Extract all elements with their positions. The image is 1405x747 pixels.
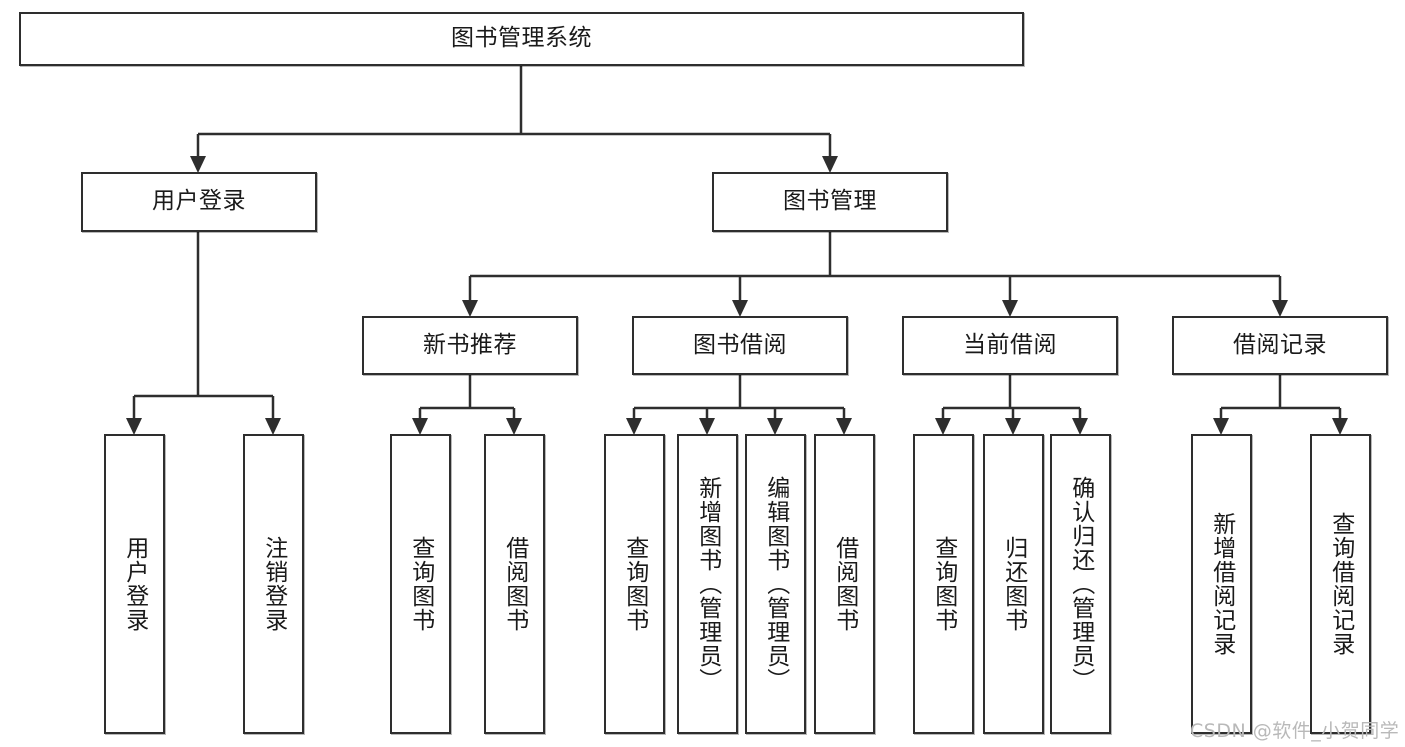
node-label: 查询图书	[930, 536, 957, 632]
node-label: 查询图书	[621, 536, 648, 632]
node-borrow-record[interactable]: 借阅记录	[1172, 316, 1388, 375]
node-label: 图书借阅	[693, 331, 787, 358]
node-leaf-add-record[interactable]: 新增借阅记录	[1191, 434, 1252, 734]
node-label: 用户登录	[152, 188, 246, 215]
node-leaf-add-book[interactable]: 新增图书（管理员）	[677, 434, 738, 734]
node-label: 当前借阅	[963, 331, 1057, 358]
node-leaf-edit-book[interactable]: 编辑图书（管理员）	[745, 434, 806, 734]
node-label: 借阅图书	[501, 536, 528, 632]
node-label: 查询借阅记录	[1327, 512, 1354, 656]
node-label: 新书推荐	[423, 331, 517, 358]
node-leaf-borrow-book-1[interactable]: 借阅图书	[484, 434, 545, 734]
node-label: 注销登录	[260, 536, 287, 632]
node-leaf-query-book-1[interactable]: 查询图书	[390, 434, 451, 734]
node-user-login[interactable]: 用户登录	[81, 172, 317, 232]
node-label: 图书管理系统	[451, 25, 592, 52]
node-label: 确认归还（管理员）	[1067, 476, 1094, 692]
node-label: 查询图书	[407, 536, 434, 632]
node-leaf-return-book[interactable]: 归还图书	[983, 434, 1044, 734]
node-book-borrow[interactable]: 图书借阅	[632, 316, 848, 375]
node-label: 用户登录	[121, 536, 148, 632]
node-leaf-query-book-2[interactable]: 查询图书	[604, 434, 665, 734]
node-label: 借阅图书	[831, 536, 858, 632]
node-leaf-query-record[interactable]: 查询借阅记录	[1310, 434, 1371, 734]
node-leaf-confirm-return[interactable]: 确认归还（管理员）	[1050, 434, 1111, 734]
watermark-text: CSDN @软件_小贺同学	[1190, 720, 1400, 742]
node-current-borrow[interactable]: 当前借阅	[902, 316, 1118, 375]
node-leaf-query-book-3[interactable]: 查询图书	[913, 434, 974, 734]
node-label: 编辑图书（管理员）	[762, 476, 789, 692]
node-new-book-rec[interactable]: 新书推荐	[362, 316, 578, 375]
node-leaf-user-login[interactable]: 用户登录	[104, 434, 165, 734]
node-leaf-logout[interactable]: 注销登录	[243, 434, 304, 734]
node-label: 图书管理	[783, 188, 877, 215]
node-book-manage[interactable]: 图书管理	[712, 172, 948, 232]
node-label: 归还图书	[1000, 536, 1027, 632]
node-root[interactable]: 图书管理系统	[19, 12, 1024, 66]
node-label: 新增借阅记录	[1208, 512, 1235, 656]
node-leaf-borrow-book-2[interactable]: 借阅图书	[814, 434, 875, 734]
node-label: 借阅记录	[1233, 331, 1327, 358]
node-label: 新增图书（管理员）	[694, 476, 721, 692]
